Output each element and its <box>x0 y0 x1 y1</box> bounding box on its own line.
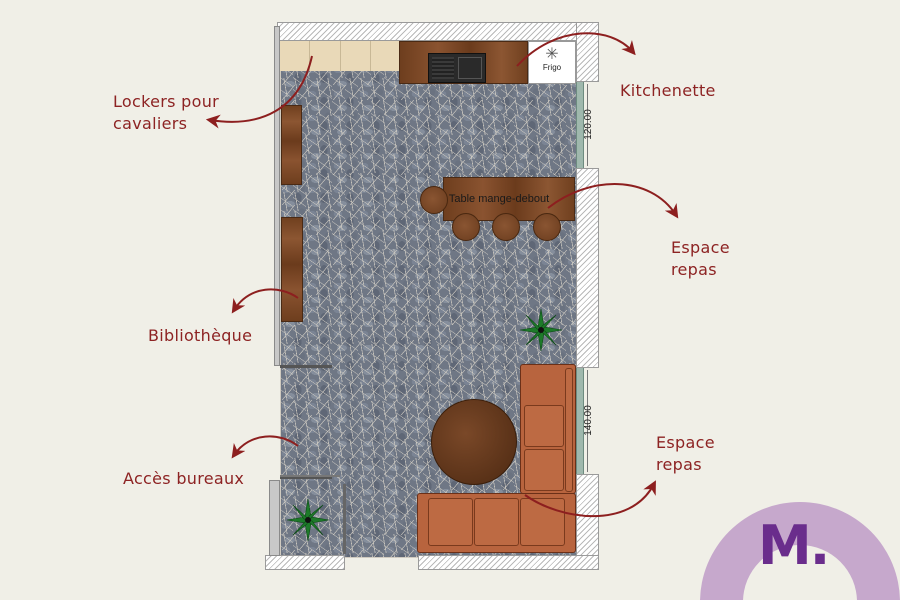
arrow-bibliotheque <box>231 288 299 314</box>
logo-letter: M. <box>758 514 830 577</box>
arrow-acces <box>231 435 299 459</box>
floor-plan: ✳ Frigo Table mange-debout <box>265 22 600 572</box>
round-coffee-table <box>431 399 517 485</box>
stool <box>452 213 480 241</box>
table-label: Table mange-debout <box>448 193 550 205</box>
label-bibliotheque: Bibliothèque <box>148 326 253 345</box>
plant-icon <box>285 497 331 543</box>
wall-right-middle <box>576 168 599 368</box>
window-right-upper <box>576 82 584 168</box>
sofa-vertical <box>520 364 576 494</box>
window-right-lower <box>576 368 584 474</box>
fridge: ✳ Frigo <box>528 41 576 84</box>
arrow-table <box>547 183 679 219</box>
label-acces-bureaux: Accès bureaux <box>123 469 245 488</box>
wall-bottom-right <box>418 555 599 570</box>
locker-bench <box>281 105 302 185</box>
stool <box>492 213 520 241</box>
stool <box>420 186 448 214</box>
fridge-label: Frigo <box>542 63 562 72</box>
label-espace-repas-bottom: Espace repas <box>656 433 715 474</box>
plant-icon <box>518 307 564 353</box>
glass-partition <box>343 484 346 554</box>
door-frame-bottom <box>280 476 332 479</box>
arrow-kitchenette <box>516 32 636 67</box>
dimension-line-140 <box>587 370 588 472</box>
bookshelf <box>281 217 303 322</box>
arrow-lockers <box>205 55 313 129</box>
wall-bottom-left <box>265 555 345 570</box>
stool <box>533 213 561 241</box>
label-kitchenette: Kitchenette <box>620 81 716 100</box>
dimension-line-120 <box>587 84 588 166</box>
snowflake-icon: ✳ <box>545 44 559 63</box>
stone-floor <box>280 40 580 558</box>
door-frame-top <box>280 365 332 368</box>
wall-left-lower <box>269 480 280 556</box>
label-espace-repas-top: Espace repas <box>671 238 730 279</box>
wall-right-upper <box>576 22 599 82</box>
sofa-horizontal <box>417 493 576 553</box>
lockers <box>280 41 400 71</box>
logo: M. <box>700 500 900 600</box>
arrow-sofa <box>524 480 656 517</box>
wall-left-upper <box>274 26 280 366</box>
sink-icon <box>428 53 486 83</box>
label-lockers: Lockers pour cavaliers <box>113 92 220 133</box>
partition-top <box>280 475 340 477</box>
